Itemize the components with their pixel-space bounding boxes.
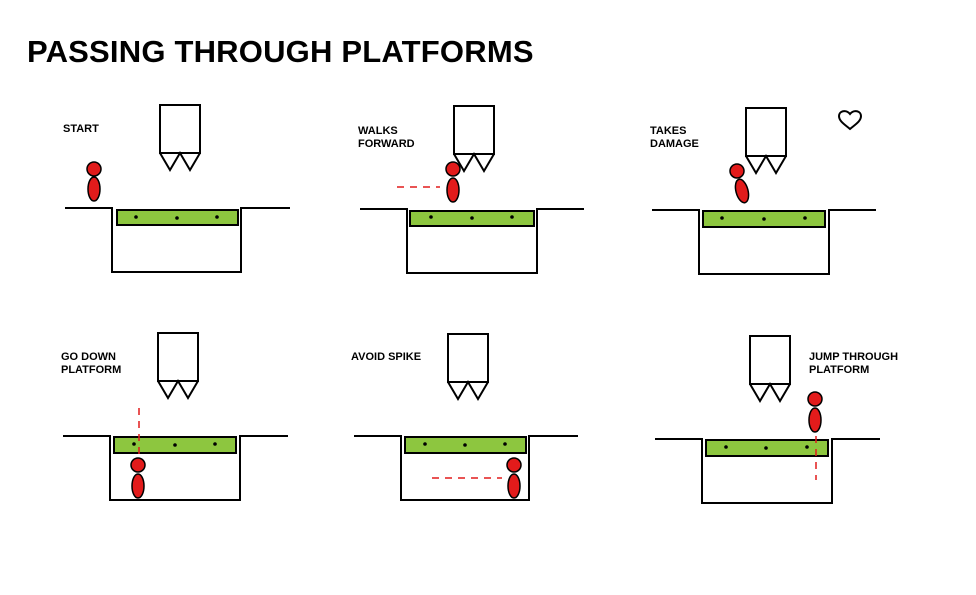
- page-title: PASSING THROUGH PLATFORMS: [27, 34, 534, 69]
- panel-label: TAKES DAMAGE: [650, 125, 699, 150]
- passable-platform: [113, 436, 237, 454]
- pit-outline: [652, 209, 876, 275]
- character: [445, 161, 461, 203]
- panel-jump-through-platform-drawing: [655, 335, 880, 504]
- panel-go-down-platform-drawing: [63, 332, 288, 501]
- panel-label: WALKS FORWARD: [358, 125, 415, 150]
- panel-label: AVOID SPIKE: [351, 351, 422, 363]
- panel-label: START: [63, 123, 99, 135]
- panel-jump-through-platform: JUMP THROUGH PLATFORM: [652, 332, 912, 532]
- character: [86, 161, 102, 202]
- panel-walks-forward: WALKS FORWARD: [356, 100, 616, 300]
- pit-outline: [65, 207, 290, 273]
- character: [729, 163, 750, 204]
- panel-walks-forward-drawing: [360, 105, 584, 274]
- pit-outline: [63, 435, 288, 501]
- pit-outline: [360, 208, 584, 274]
- spike-hazard: [453, 105, 495, 173]
- panel-start-drawing: [65, 104, 290, 273]
- spike-hazard: [447, 333, 489, 401]
- passable-platform: [702, 210, 826, 228]
- character: [506, 457, 522, 499]
- pit-outline: [655, 438, 880, 504]
- passable-platform: [705, 439, 829, 457]
- panel-label: JUMP THROUGH PLATFORM: [809, 351, 899, 376]
- passable-platform: [409, 210, 535, 227]
- character: [130, 457, 146, 499]
- spike-hazard: [159, 104, 201, 172]
- panel-takes-damage: TAKES DAMAGE: [648, 100, 908, 300]
- passable-platform: [116, 209, 239, 226]
- spike-hazard: [745, 107, 787, 175]
- panel-takes-damage-drawing: [652, 107, 876, 275]
- panel-go-down-platform: GO DOWN PLATFORM: [60, 330, 320, 530]
- spike-hazard: [749, 335, 791, 403]
- pit-outline: [354, 435, 578, 501]
- spike-hazard: [157, 332, 199, 400]
- panel-avoid-spike-drawing: [354, 333, 578, 501]
- character: [807, 391, 823, 433]
- panel-label: GO DOWN PLATFORM: [61, 351, 122, 376]
- panel-start: START: [62, 100, 322, 300]
- heart-icon: [837, 110, 863, 131]
- passable-platform: [404, 436, 527, 454]
- panel-avoid-spike: AVOID SPIKE: [350, 330, 610, 530]
